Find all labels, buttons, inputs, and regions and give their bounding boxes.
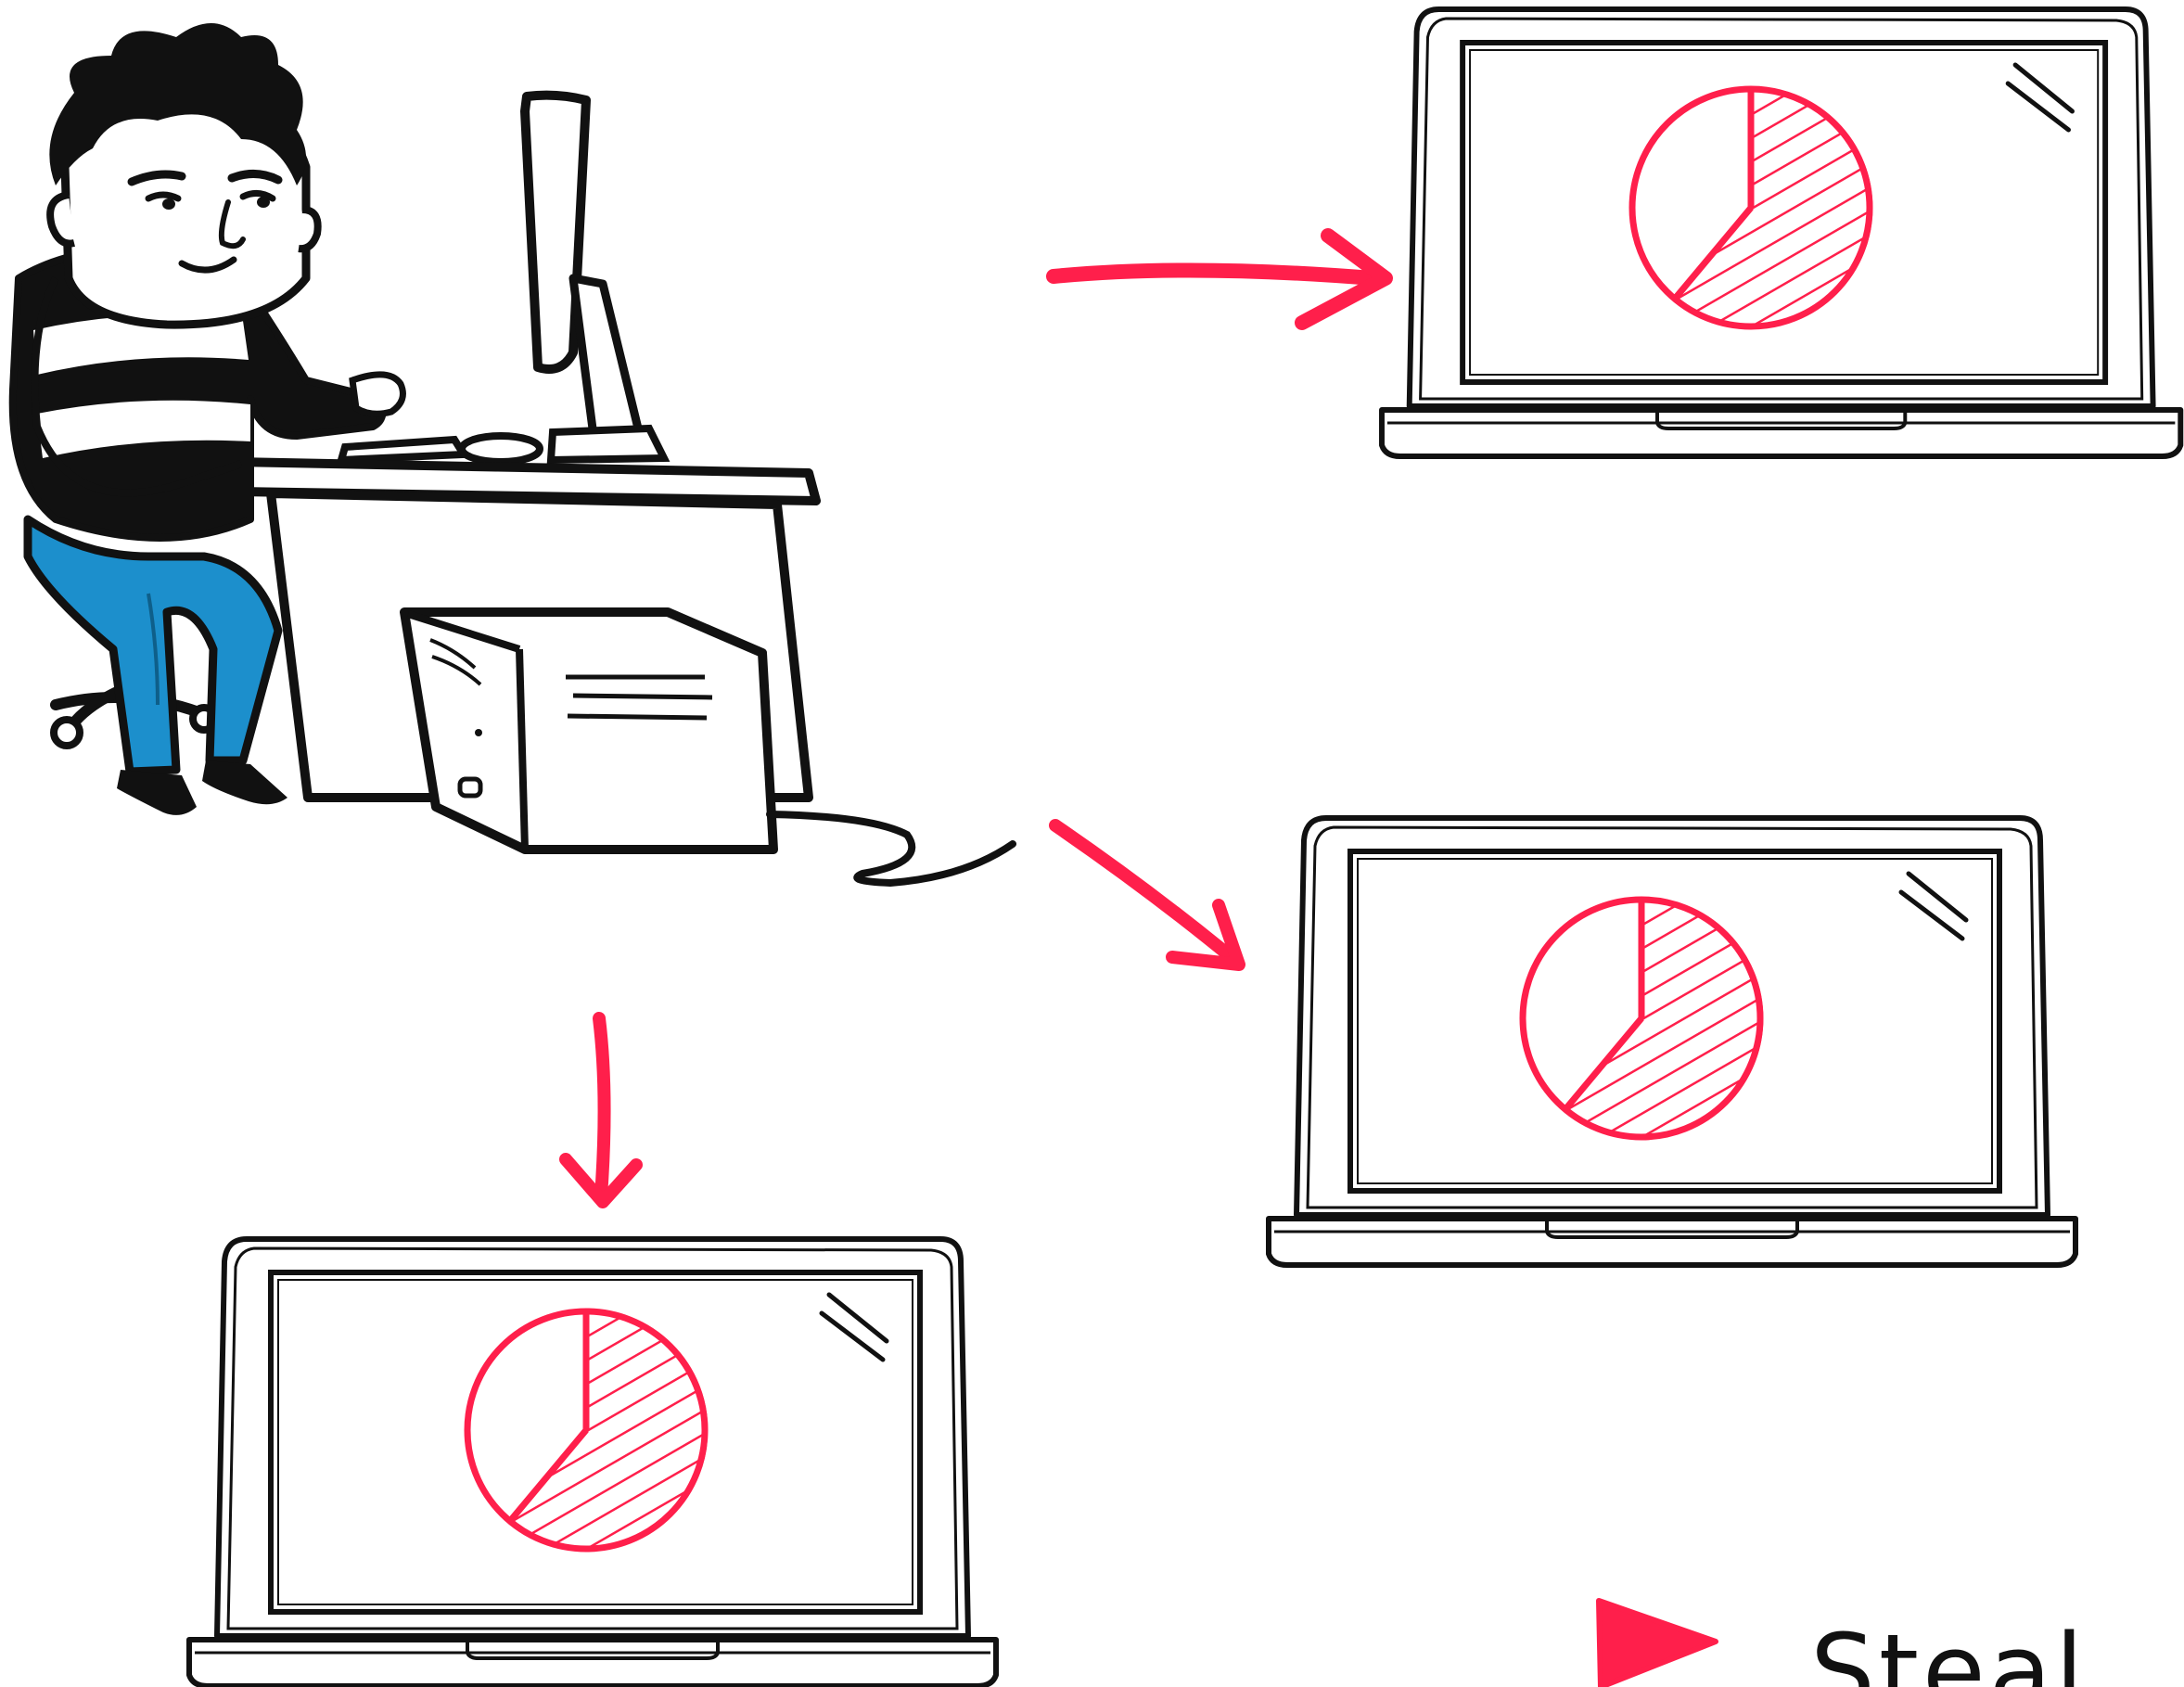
monitor (525, 96, 640, 436)
pie-chart-icon (1632, 89, 1870, 326)
person-head (49, 23, 317, 325)
laptop-bottom-left (189, 1239, 996, 1686)
arrow-to-top-right (1054, 236, 1386, 323)
person-at-desk-illustration (13, 23, 1013, 883)
laptop-top-right (1382, 9, 2180, 456)
arrow-to-bottom-left (566, 1018, 636, 1202)
pie-chart-icon (1523, 900, 1760, 1137)
play-triangle-icon (1599, 1601, 1716, 1687)
arrow-to-middle-right (1055, 825, 1239, 965)
pie-chart-icon (467, 1311, 705, 1549)
laptop-middle-right (1269, 818, 2075, 1265)
brand-name: Steal (1810, 1612, 2088, 1687)
computer-tower (404, 612, 1013, 883)
brand-logo: Steal (1599, 1601, 2088, 1687)
